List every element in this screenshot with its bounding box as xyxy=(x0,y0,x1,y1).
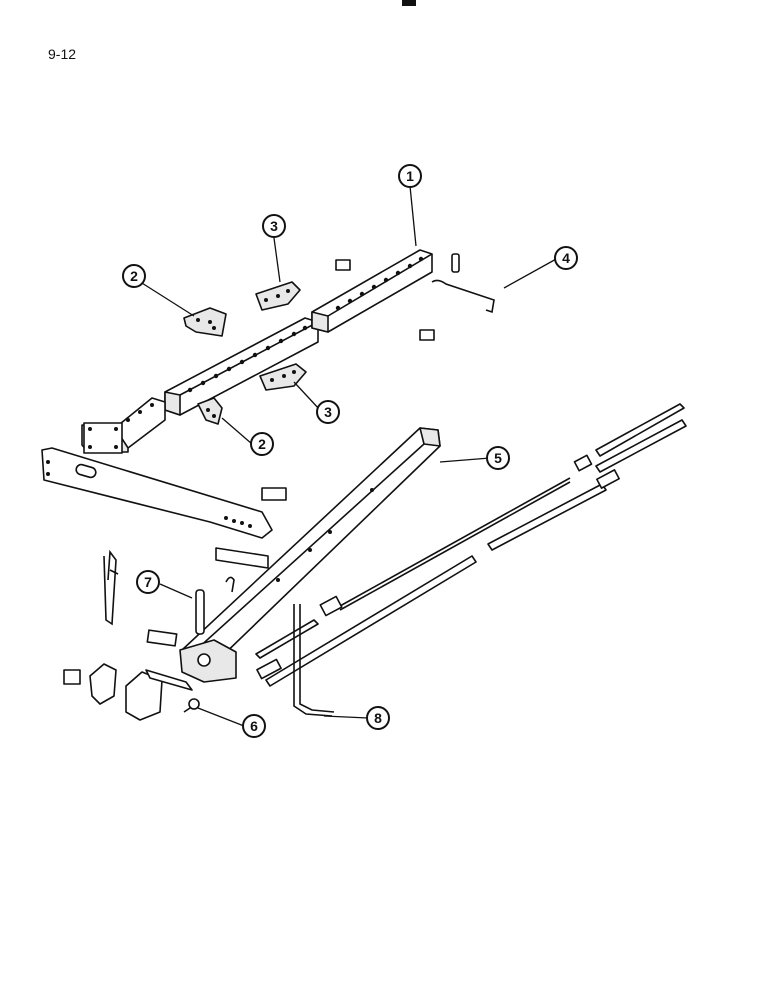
square-nut-bottom xyxy=(63,669,81,685)
callout-3-lower: 3 xyxy=(316,400,340,424)
small-plate xyxy=(146,629,178,647)
lynch-pin xyxy=(225,576,235,593)
beam-end-section xyxy=(81,397,166,454)
u-bracket-large xyxy=(125,669,193,721)
bracket-upper-mid xyxy=(255,281,301,311)
pin-top xyxy=(451,253,460,273)
brace-rods xyxy=(255,403,687,687)
callout-1: 1 xyxy=(398,164,422,188)
bracket-upper-left xyxy=(183,307,227,337)
tongue-beam xyxy=(181,427,441,665)
bolt xyxy=(183,698,200,713)
svg-text:2: 2 xyxy=(258,436,266,452)
svg-text:3: 3 xyxy=(324,404,332,420)
callout-7: 7 xyxy=(136,570,160,594)
hook-rod xyxy=(431,279,495,314)
spacer-block-lower xyxy=(215,547,269,569)
leader-lines xyxy=(133,185,559,727)
spring-clip xyxy=(103,549,119,626)
callout-5: 5 xyxy=(486,446,510,470)
square-nut-right xyxy=(419,329,435,341)
header-mark xyxy=(402,0,416,6)
svg-text:5: 5 xyxy=(494,450,502,466)
bracket-lower-left xyxy=(197,397,223,425)
svg-text:6: 6 xyxy=(250,718,258,734)
page-number: 9-12 xyxy=(48,46,77,62)
svg-text:2: 2 xyxy=(130,268,138,284)
spacer-block-upper xyxy=(261,487,287,501)
svg-text:8: 8 xyxy=(374,710,382,726)
callout-4: 4 xyxy=(554,246,578,270)
rear-beam-left xyxy=(164,317,319,416)
u-bracket-small xyxy=(89,663,117,705)
callout-2-upper: 2 xyxy=(122,264,146,288)
bracket-lower-mid xyxy=(259,363,307,391)
svg-text:3: 3 xyxy=(270,218,278,234)
callout-3-upper: 3 xyxy=(262,214,286,238)
callout-8: 8 xyxy=(366,706,390,730)
svg-text:4: 4 xyxy=(562,250,570,266)
rear-beam-right xyxy=(311,249,433,333)
flat-bar xyxy=(41,447,273,539)
jack-stand xyxy=(293,604,335,717)
hitch-pin xyxy=(195,589,205,635)
callout-6: 6 xyxy=(242,714,266,738)
callout-2-lower: 2 xyxy=(250,432,274,456)
svg-text:7: 7 xyxy=(144,574,152,590)
svg-text:1: 1 xyxy=(406,168,414,184)
square-nut-top xyxy=(335,259,351,271)
hitch-clevis xyxy=(179,639,237,683)
